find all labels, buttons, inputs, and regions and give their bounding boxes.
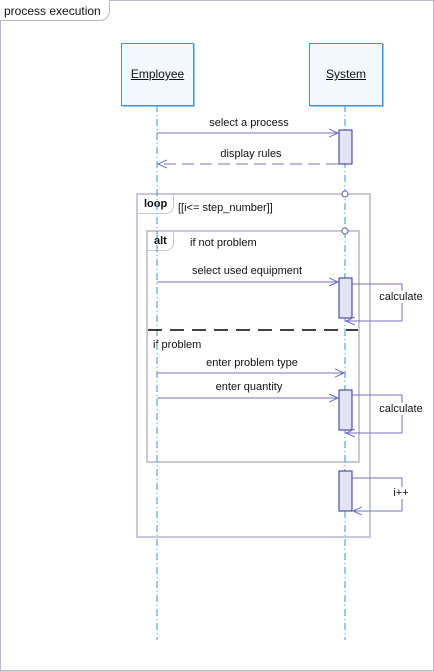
msg-display-rules-label: display rules bbox=[220, 148, 282, 160]
msg-increment-label: i++ bbox=[389, 487, 413, 499]
activation-quantity bbox=[338, 389, 353, 431]
msg-enter-problem-type-label: enter problem type bbox=[206, 357, 298, 369]
activation-equipment bbox=[338, 277, 353, 319]
msg-select-process-label: select a process bbox=[209, 117, 289, 129]
lifeline-system[interactable]: System bbox=[309, 43, 383, 106]
loop-guard: [[i<= step_number]] bbox=[178, 202, 273, 214]
msg-calculate-1-label: calculate bbox=[374, 291, 428, 303]
alt-guard-problem: if problem bbox=[153, 339, 202, 351]
activation-increment bbox=[338, 470, 353, 512]
alt-fragment[interactable]: alt bbox=[146, 230, 360, 463]
msg-calculate-2-label: calculate bbox=[374, 403, 428, 415]
lifeline-employee[interactable]: Employee bbox=[121, 43, 194, 106]
alt-guard-not-problem: if not problem bbox=[190, 237, 257, 249]
alt-marker bbox=[341, 227, 349, 235]
msg-select-equipment-label: select used equipment bbox=[191, 265, 303, 277]
loop-fragment[interactable]: loop bbox=[136, 193, 371, 538]
loop-operator: loop bbox=[138, 195, 175, 214]
activation-select-process bbox=[338, 129, 353, 165]
diagram-title: process execution bbox=[0, 0, 110, 21]
loop-marker bbox=[341, 190, 349, 198]
msg-enter-quantity-label: enter quantity bbox=[215, 381, 283, 393]
